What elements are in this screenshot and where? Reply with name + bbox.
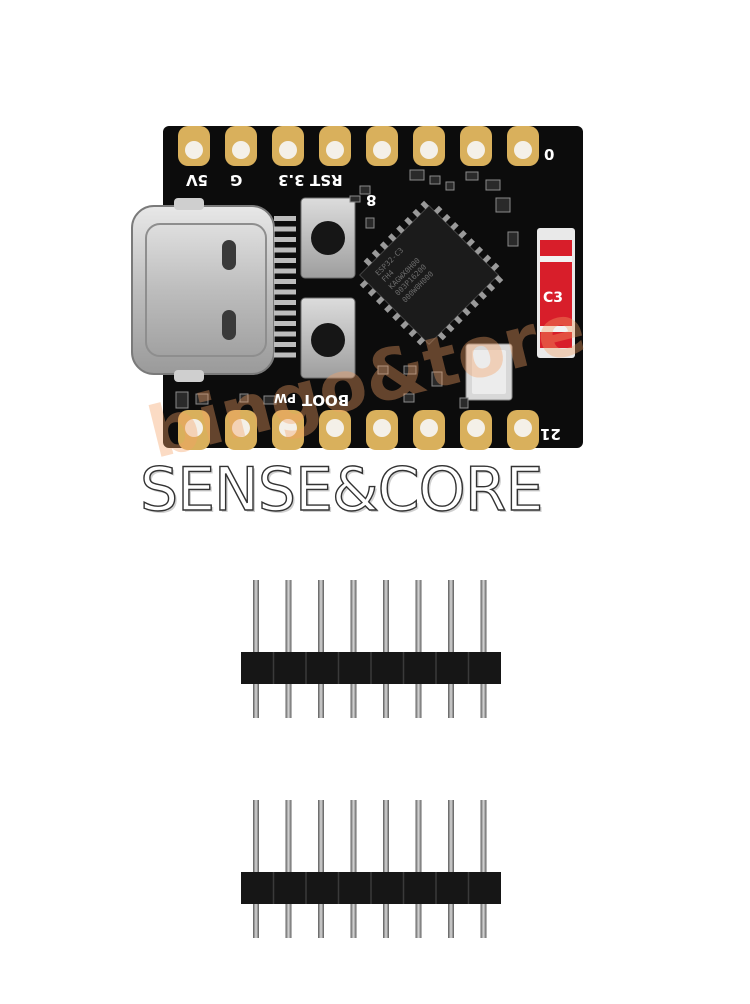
bottom-pad [460, 410, 492, 450]
header-pin [350, 580, 357, 718]
header-pin [318, 800, 324, 938]
bottom-pad [272, 410, 304, 450]
top-pad [272, 126, 304, 166]
usb-c-connector [131, 198, 275, 382]
smd-part [445, 181, 455, 191]
smd-part [365, 217, 375, 229]
pin-header-1 [241, 580, 501, 718]
header-pin [448, 580, 454, 718]
usb-pin [274, 226, 296, 232]
header-pin [415, 800, 422, 938]
header-pin [285, 800, 292, 938]
bottom-pad [413, 410, 445, 450]
header-pin [383, 580, 389, 718]
header-pin [448, 800, 454, 938]
top-pad [178, 126, 210, 166]
smd-part [263, 395, 277, 405]
pin-header-2 [241, 800, 501, 938]
smd-part [507, 231, 519, 247]
smd-part [459, 397, 469, 409]
usb-pins [274, 216, 296, 358]
usb-pin [274, 258, 296, 263]
smd-part [195, 393, 209, 405]
bottom-pad [366, 410, 398, 450]
usb-pin [274, 342, 296, 347]
smd-components [175, 169, 519, 409]
usb-pin [274, 310, 296, 316]
usb-pin [274, 237, 296, 242]
header-pin [415, 580, 422, 718]
smd-part [465, 171, 479, 181]
smd-part [359, 185, 371, 195]
top-pad [319, 126, 351, 166]
bottom-pad [178, 410, 210, 450]
smd-part [431, 371, 443, 387]
top-pad [413, 126, 445, 166]
usb-pin [274, 331, 296, 337]
smd-part [349, 195, 361, 203]
header-pin [480, 580, 487, 718]
bottom-pad [319, 410, 351, 450]
usb-pin [274, 268, 296, 274]
header-pin [253, 580, 259, 718]
usb-pin [274, 247, 296, 253]
boot-button [300, 297, 356, 379]
bottom-pad [225, 410, 257, 450]
header-pin [318, 580, 324, 718]
header-pin [383, 800, 389, 938]
top-pad [225, 126, 257, 166]
esp32-c3-chip [358, 200, 504, 346]
header-pin [285, 580, 292, 718]
usb-pin [274, 300, 296, 305]
smd-part [429, 175, 441, 185]
usb-pin [274, 352, 296, 358]
smd-part [175, 391, 189, 409]
top-pin-pads [178, 126, 539, 166]
smd-part [377, 365, 389, 375]
pcb-board [131, 126, 583, 450]
smd-part [403, 365, 417, 375]
bottom-pin-pads [178, 410, 539, 450]
header-pin [253, 800, 259, 938]
top-pad [460, 126, 492, 166]
top-pad [366, 126, 398, 166]
smd-part [239, 393, 249, 403]
bottom-pad [507, 410, 539, 450]
usb-pin [274, 321, 296, 326]
top-pad [507, 126, 539, 166]
smd-part [409, 169, 425, 181]
smd-part [403, 393, 415, 403]
usb-pin [274, 289, 296, 295]
header-pin [350, 800, 357, 938]
reset-button [300, 197, 356, 279]
smd-part [485, 179, 501, 191]
smd-part [495, 197, 511, 213]
usb-pin [274, 279, 296, 284]
rgb-led [537, 228, 575, 358]
usb-pin [274, 216, 296, 221]
crystal-oscillator [465, 343, 513, 401]
header-pin [480, 800, 487, 938]
